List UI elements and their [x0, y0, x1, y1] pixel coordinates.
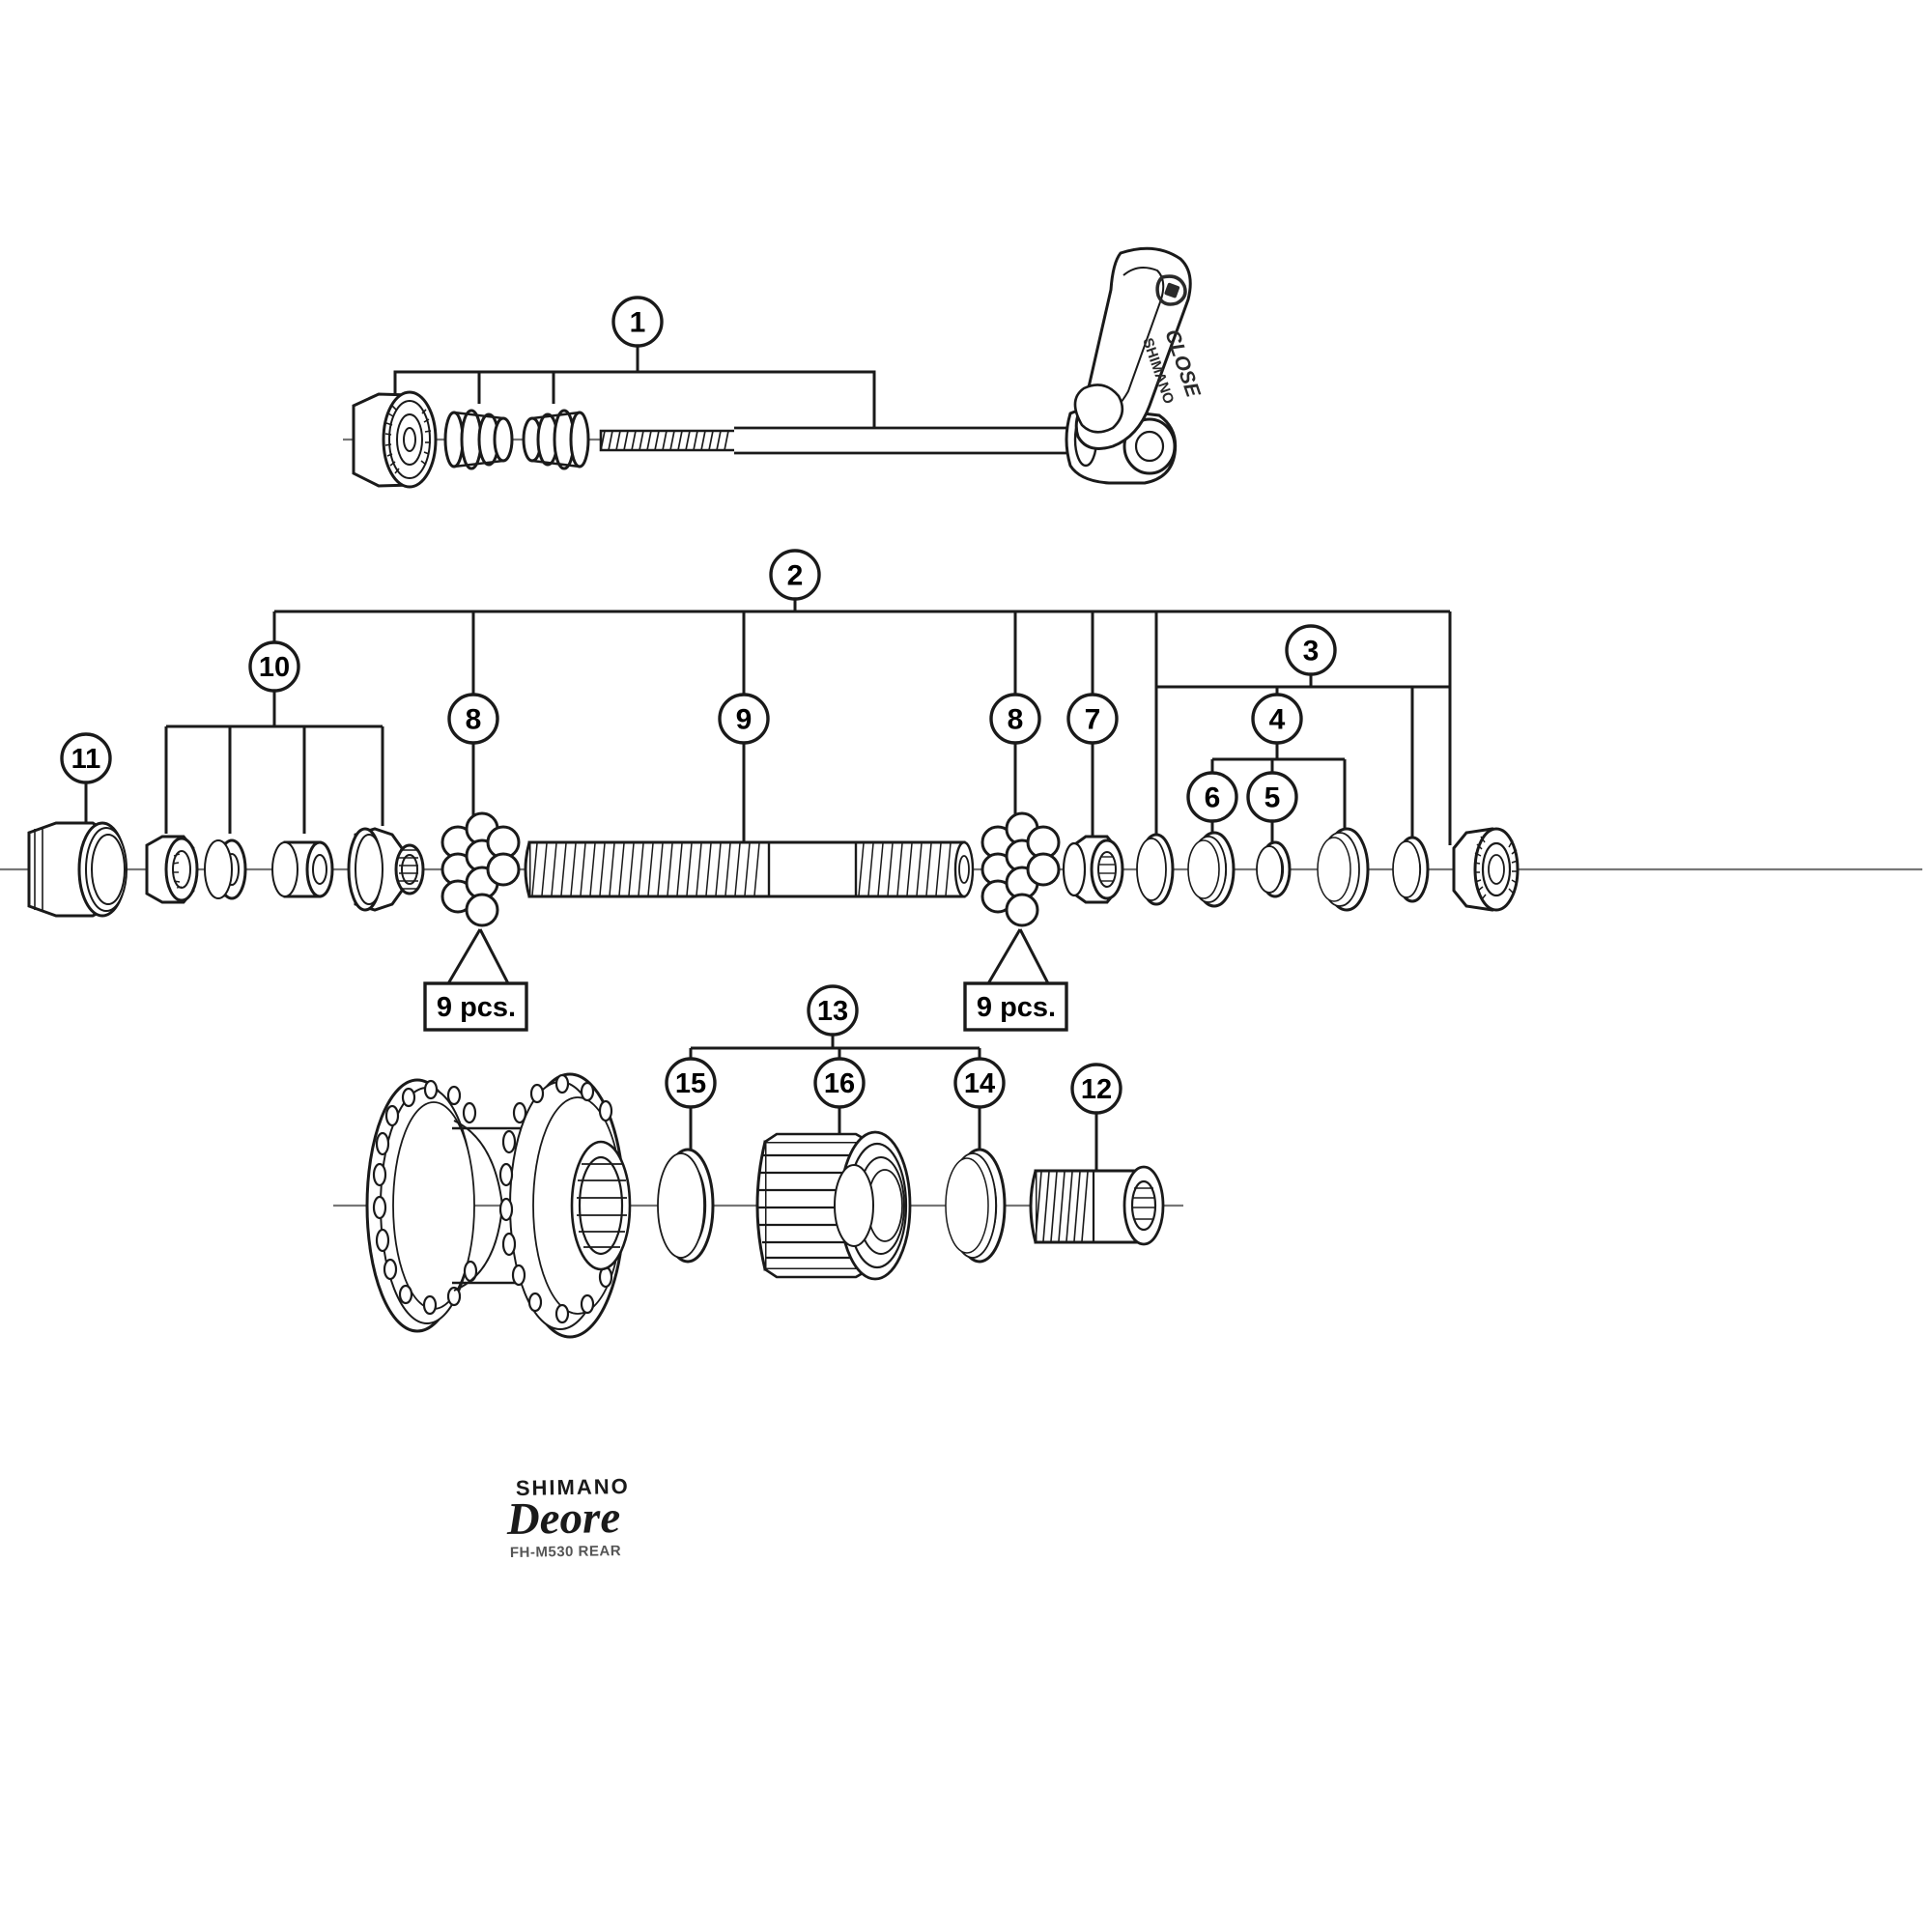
- svg-text:8: 8: [466, 704, 482, 736]
- part-right-washer-a: [1136, 833, 1175, 906]
- annotation-9pcs-right: 9 pcs.: [963, 981, 1068, 1032]
- callout-bubbles: 1 2 3 4 5 6 7 8: [60, 296, 1337, 1115]
- callout-4[interactable]: 4: [1251, 693, 1303, 745]
- svg-text:9 pcs.: 9 pcs.: [437, 992, 516, 1023]
- svg-text:1: 1: [630, 307, 646, 339]
- svg-text:2: 2: [787, 560, 804, 592]
- svg-text:9: 9: [736, 704, 753, 736]
- part-right-cone: [1062, 835, 1124, 904]
- svg-text:16: 16: [824, 1068, 855, 1099]
- svg-text:14: 14: [964, 1068, 995, 1099]
- svg-text:9 pcs.: 9 pcs.: [977, 992, 1056, 1023]
- svg-text:FH-M530 REAR: FH-M530 REAR: [510, 1543, 621, 1561]
- svg-text:5: 5: [1264, 782, 1281, 814]
- part-right-washer-c: [1392, 836, 1430, 903]
- row-hub-shell: SHIMANO Deore FH-M530 REAR: [365, 1072, 1165, 1561]
- part-freehub-body: [755, 1130, 912, 1281]
- part-cone-6: [1187, 831, 1236, 908]
- part-right-seal-ring: [945, 1148, 1007, 1264]
- callout-12[interactable]: 12: [1070, 1063, 1122, 1115]
- svg-text:11: 11: [71, 744, 101, 775]
- svg-text:4: 4: [1269, 704, 1286, 736]
- callout-8-left[interactable]: 8: [447, 693, 499, 745]
- part-left-seal-ring: [657, 1148, 715, 1264]
- callout-10[interactable]: 10: [248, 640, 300, 693]
- qr-spring-left: [443, 409, 514, 470]
- svg-text:6: 6: [1205, 782, 1221, 814]
- part-left-washer: [204, 838, 247, 900]
- part-freehub-fixing-bolt: [1029, 1165, 1165, 1246]
- callout-1[interactable]: 1: [611, 296, 664, 348]
- row-quick-release: SHIMANO CLOSE: [343, 246, 1205, 489]
- qr-spring-right: [522, 409, 590, 470]
- svg-text:3: 3: [1303, 636, 1320, 668]
- callout-5[interactable]: 5: [1246, 771, 1298, 823]
- svg-text:8: 8: [1008, 704, 1024, 736]
- callout-2[interactable]: 2: [769, 549, 821, 601]
- part-steel-balls-right: [980, 811, 1061, 927]
- pcs-leaders: [445, 928, 1051, 986]
- part-locknut-5: [1256, 840, 1292, 898]
- part-right-flange-nut: [1452, 827, 1520, 912]
- svg-text:12: 12: [1081, 1074, 1112, 1105]
- part-steel-balls-left: [440, 811, 521, 927]
- callout-13[interactable]: 13: [807, 984, 859, 1037]
- svg-text:13: 13: [817, 996, 848, 1027]
- annotation-9pcs-left: 9 pcs.: [423, 981, 528, 1032]
- part-left-cone: [347, 827, 425, 912]
- part-hub-shell: SHIMANO Deore FH-M530 REAR: [365, 1072, 632, 1561]
- part-hub-axle: [524, 840, 975, 898]
- callout-14[interactable]: 14: [953, 1057, 1006, 1109]
- callout-8-right[interactable]: 8: [989, 693, 1041, 745]
- qr-adjusting-nut: [352, 390, 438, 489]
- part-left-spacer: [271, 840, 334, 898]
- part-left-locknut: [145, 835, 199, 904]
- callout-9[interactable]: 9: [718, 693, 770, 745]
- callout-15[interactable]: 15: [665, 1057, 717, 1109]
- callout-11[interactable]: 11: [60, 732, 112, 784]
- svg-text:Deore: Deore: [505, 1492, 620, 1545]
- qr-skewer-rod: [599, 426, 1074, 455]
- svg-text:15: 15: [675, 1068, 706, 1099]
- row-axle-parts: [27, 811, 1520, 927]
- svg-text:SHIMANO: SHIMANO: [516, 1474, 630, 1500]
- part-left-dust-cap: [27, 821, 128, 918]
- svg-text:7: 7: [1085, 704, 1101, 736]
- callout-3[interactable]: 3: [1285, 624, 1337, 676]
- part-right-washer-b: [1317, 827, 1370, 912]
- callout-6[interactable]: 6: [1186, 771, 1238, 823]
- callout-7[interactable]: 7: [1066, 693, 1119, 745]
- svg-text:10: 10: [259, 652, 290, 683]
- callout-16[interactable]: 16: [813, 1057, 866, 1109]
